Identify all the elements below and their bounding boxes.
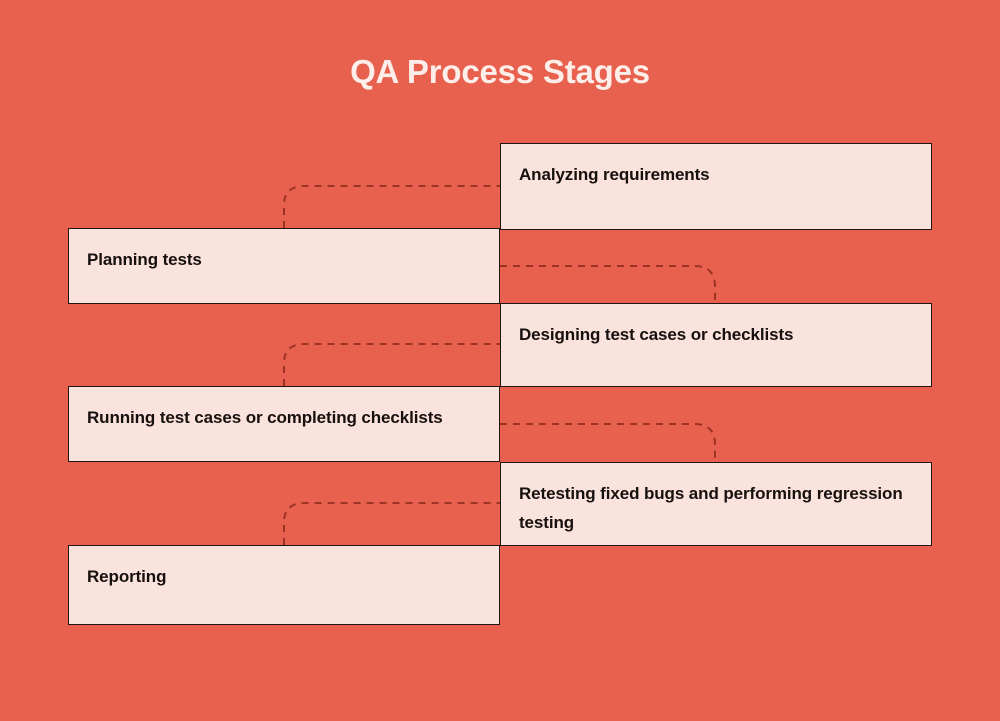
connector-running-to-designing	[283, 343, 500, 386]
stage-label: Planning tests	[87, 250, 202, 269]
stage-label: Retesting fixed bugs and performing regr…	[519, 484, 903, 532]
stage-label: Designing test cases or checklists	[519, 325, 794, 344]
stage-box-planning-tests[interactable]: Planning tests	[68, 228, 500, 304]
stage-box-running-test-cases[interactable]: Running test cases or completing checkli…	[68, 386, 500, 462]
stage-box-designing-test-cases[interactable]: Designing test cases or checklists	[500, 303, 932, 387]
stage-box-reporting[interactable]: Reporting	[68, 545, 500, 625]
stage-label: Analyzing requirements	[519, 165, 710, 184]
stage-label: Running test cases or completing checkli…	[87, 408, 443, 427]
page-title: QA Process Stages	[350, 53, 650, 90]
stage-label: Reporting	[87, 567, 167, 586]
connector-reporting-to-retesting	[283, 502, 500, 545]
connector-planning-to-analyzing	[283, 185, 500, 228]
stage-box-retesting-fixed-bugs[interactable]: Retesting fixed bugs and performing regr…	[500, 462, 932, 546]
connector-planning-to-designing	[500, 265, 716, 303]
stage-box-analyzing-requirements[interactable]: Analyzing requirements	[500, 143, 932, 230]
connector-running-to-retesting	[500, 423, 716, 462]
